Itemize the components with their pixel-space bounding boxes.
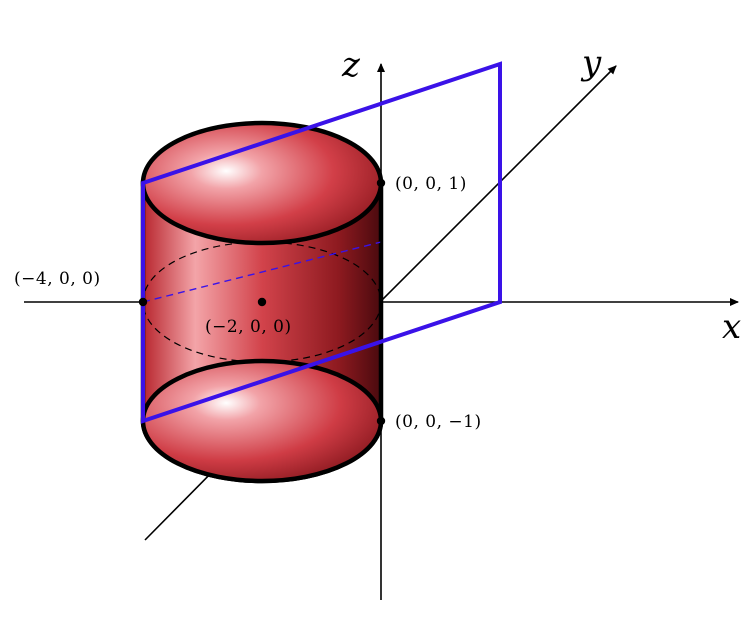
label-point-top: (0, 0, 1) [395,174,467,194]
label-point-neg2: (−2, 0, 0) [205,317,292,337]
point-bottom [376,416,386,426]
point-neg2 [257,297,267,307]
cylinder-bottom-cap [140,358,384,484]
cylinder-top-cap [140,120,384,246]
point-neg4 [138,297,148,307]
label-point-bottom: (0, 0, −1) [395,412,482,432]
y-axis-label: y [580,43,602,83]
x-axis-label: x [722,307,741,347]
slanted-plane [141,61,502,424]
z-axis-label: z [341,45,361,85]
hidden-plane-line [142,241,382,303]
label-point-neg4: (−4, 0, 0) [14,269,101,289]
point-top [376,178,386,188]
